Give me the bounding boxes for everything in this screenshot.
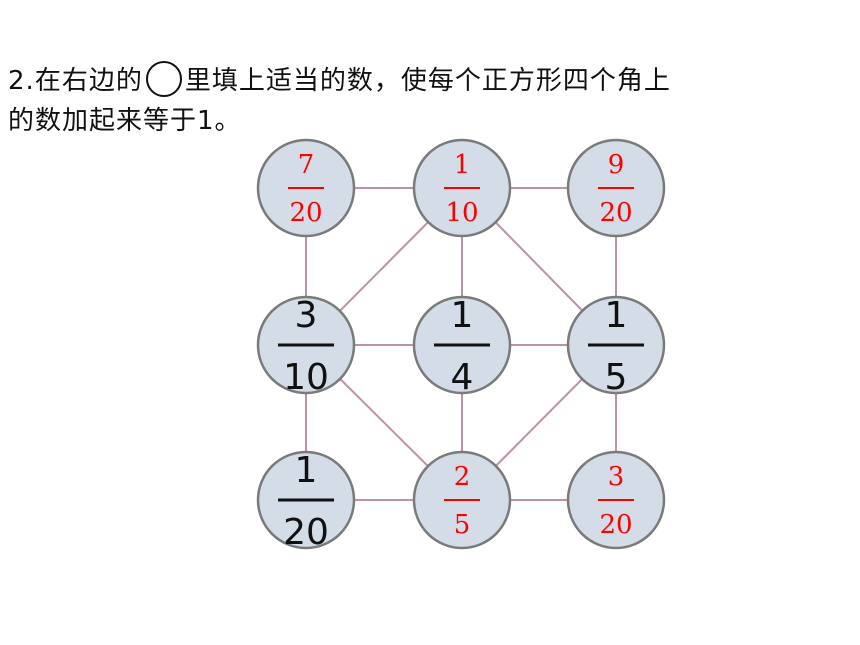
question-line-1: 2.在右边的 里填上适当的数，使每个正方形四个角上: [8, 60, 671, 100]
node-bottom-middle: 25: [412, 450, 512, 550]
node-bottom-left: 1 20: [256, 450, 356, 553]
question-text-line2: 的数加起来等于1。: [8, 106, 242, 136]
question-line-2: 的数加起来等于1。: [8, 100, 242, 137]
fraction-denominator: 4: [451, 357, 474, 398]
fraction-numerator: 9: [608, 150, 625, 180]
fraction-numerator: 3: [608, 462, 625, 492]
question-number: 2.: [8, 66, 35, 96]
fraction-numerator: 7: [298, 150, 315, 180]
node-middle-right: 15: [566, 295, 666, 398]
fraction-numerator: 1: [295, 450, 318, 491]
node-center: 14: [412, 295, 512, 398]
fraction-numerator: 2: [454, 462, 471, 492]
fraction-denominator: 20: [599, 198, 632, 228]
blank-circle-icon: [145, 60, 182, 97]
fraction-numerator: 1: [451, 295, 474, 336]
fraction-denominator: 20: [599, 510, 632, 540]
fraction-numerator: 1: [605, 295, 628, 336]
fraction-denominator: 5: [454, 510, 471, 540]
node-middle-left: 3 10: [256, 295, 356, 398]
question-text-part1: 在右边的: [34, 66, 143, 96]
fraction-denominator: 10: [283, 357, 329, 398]
node-top-middle: 1 10: [412, 138, 512, 238]
question-text-part2: 里填上适当的数，使每个正方形四个角上: [184, 66, 671, 96]
node-bottom-right: 3 20: [566, 450, 666, 550]
fraction-numerator: 1: [454, 150, 471, 180]
fraction-denominator: 20: [283, 512, 329, 553]
fraction-numerator: 3: [295, 295, 318, 336]
node-top-left: 7 20: [256, 138, 356, 238]
node-top-right: 9 20: [566, 138, 666, 238]
fraction-denominator: 5: [605, 357, 628, 398]
fraction-denominator: 10: [445, 198, 478, 228]
fraction-denominator: 20: [289, 198, 322, 228]
